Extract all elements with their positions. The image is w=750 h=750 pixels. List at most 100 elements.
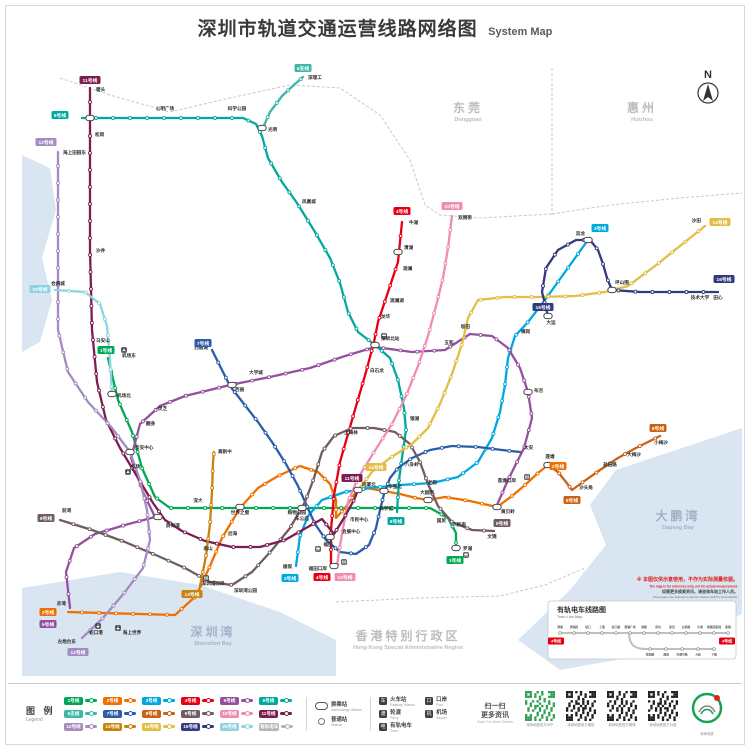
interchange-marker (353, 486, 363, 494)
line-badge (294, 64, 312, 72)
qr-cell (647, 695, 651, 698)
station-dot (423, 476, 428, 481)
qr-cell (527, 691, 530, 694)
metro-line-12号线 (56, 150, 152, 640)
map-text: 下围 (711, 653, 717, 657)
qr-cell (529, 716, 532, 719)
station-dot (65, 366, 70, 371)
station-dot (348, 352, 353, 357)
qr-cell (527, 716, 530, 719)
qr-caption: 深圳地铁官方APP (526, 723, 554, 727)
qr-cell (625, 714, 628, 717)
qr-cell (568, 695, 571, 698)
glyph (126, 470, 130, 474)
line-badge (441, 202, 463, 210)
qr-cell (675, 691, 678, 694)
qr-cell (570, 716, 573, 719)
qr-cell (568, 702, 571, 705)
qr-cell (565, 691, 569, 694)
qr-cell (552, 716, 555, 719)
station-dot (140, 466, 145, 471)
station-dot (463, 498, 468, 503)
station-dot (552, 252, 557, 257)
qr-cell (593, 691, 596, 694)
qr-cell (541, 716, 544, 719)
qr-cell (625, 691, 628, 694)
station-dot (333, 433, 338, 438)
station-dot (529, 411, 534, 416)
metro-line-13号线 (198, 450, 216, 588)
legend-line-sample (241, 710, 253, 717)
qr-cell (591, 716, 594, 719)
station-dot (413, 495, 417, 500)
tram-branch (628, 632, 714, 650)
map-text: 市民中心 (350, 516, 369, 523)
station-dot (439, 445, 444, 450)
station-dot (122, 590, 127, 595)
station-dot (100, 616, 105, 621)
station-dot (316, 363, 321, 368)
qr-cell (613, 702, 617, 705)
qr-cell (671, 695, 674, 698)
qr-cell (568, 716, 571, 719)
legend-line-badge: 16号线 (181, 722, 200, 731)
title-en: System Map (488, 26, 553, 38)
line-badge (713, 275, 735, 283)
interchange-marker (85, 114, 95, 122)
map-text: 福田 (322, 541, 333, 548)
qr-cell (529, 702, 532, 705)
interchange-marker (325, 533, 335, 541)
station-dot (182, 565, 187, 570)
line-badge (39, 608, 57, 616)
map-text: 环观中路 (676, 653, 687, 657)
qr-cell (620, 711, 624, 715)
station-dot (427, 327, 432, 332)
map-text: 章阁 (641, 625, 647, 629)
station-dot (576, 251, 580, 256)
station-dot (243, 403, 248, 408)
qr-cell (611, 695, 614, 698)
line-badge (341, 474, 363, 482)
map-text: 清湖 (404, 244, 414, 251)
qr-cell (666, 695, 669, 698)
qr-cell (664, 714, 667, 717)
station-dot (250, 492, 255, 497)
station-dot (156, 509, 161, 514)
station-dot (346, 311, 351, 316)
station-dot (220, 506, 225, 510)
station-dot (454, 359, 459, 364)
region-label-en: Hong Kong Special Administrative Region (353, 645, 464, 651)
map-text: 11号线 (345, 475, 360, 482)
qr-cell (668, 716, 672, 719)
station-dot (64, 575, 69, 580)
station-dot (314, 233, 319, 238)
station-dot (346, 430, 351, 435)
qr-cell (606, 714, 610, 717)
tram-station-dot (642, 631, 646, 635)
logo-part (698, 705, 716, 713)
station-dot (656, 261, 661, 265)
station-dot (153, 408, 158, 412)
legend-line-badge: 3号线 (142, 696, 161, 705)
map-text: 观澜 (403, 265, 413, 272)
station-dot (428, 421, 433, 426)
station-dot (371, 450, 376, 455)
line-badge (281, 574, 299, 582)
station-dot (643, 271, 648, 276)
station-dot (229, 519, 234, 524)
map-text: 科学公园 (228, 105, 247, 112)
station-dot (305, 494, 310, 499)
map-text: 技术大学 (691, 294, 710, 301)
qr-code: 深圳地铁官方抖音 (646, 691, 680, 727)
interchange-marker (607, 286, 617, 294)
qr-cell (673, 693, 676, 696)
qr-cell (593, 700, 596, 703)
station-dot (94, 116, 98, 120)
station-dot (56, 300, 60, 304)
legend-line-badge: 1号线 (64, 696, 83, 705)
qr-cell (606, 704, 610, 708)
qr-cell (543, 709, 546, 712)
station-dot (243, 574, 248, 579)
station-dot (271, 506, 276, 510)
